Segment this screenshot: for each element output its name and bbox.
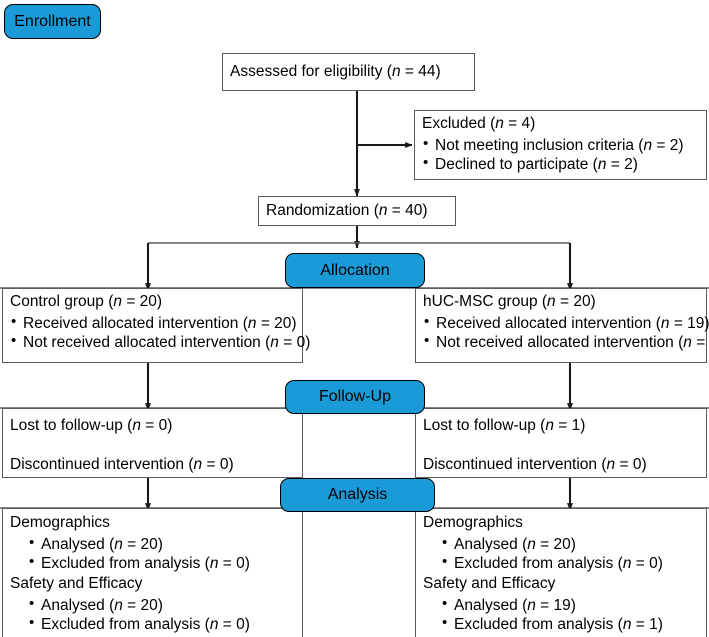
- stage-pill-followup: Follow-Up: [285, 380, 425, 414]
- box-followup-control: Lost to follow-up (n = 0) Discontinued i…: [2, 408, 303, 478]
- randomization-title: Randomization (n = 40): [266, 201, 428, 219]
- box-analysis-control: Demographics Analysed (n = 20) Excluded …: [2, 508, 303, 637]
- allocation-left-list: Received allocated intervention (n = 20)…: [10, 313, 310, 353]
- stage-label-followup: Follow-Up: [318, 388, 391, 405]
- box-analysis-huc-msc: Demographics Analysed (n = 20) Excluded …: [415, 508, 707, 637]
- list-item: Excluded from analysis (n = 0): [441, 553, 700, 573]
- list-item: Not received allocated intervention (n =…: [10, 332, 310, 352]
- followup-right-line2: Discontinued intervention (n = 0): [423, 455, 647, 473]
- list-item: Declined to participate (n = 2): [422, 154, 700, 174]
- followup-right-line1: Lost to follow-up (n = 1): [423, 417, 586, 434]
- list-item: Analysed (n = 19): [441, 595, 700, 615]
- stage-pill-enrollment: Enrollment: [4, 4, 101, 39]
- allocation-left-title: Control group (n = 20): [10, 293, 163, 310]
- analysis-right-demographics-list: Analysed (n = 20) Excluded from analysis…: [423, 534, 700, 574]
- stage-label-enrollment: Enrollment: [14, 12, 91, 30]
- analysis-left-heading-safety: Safety and Efficacy: [10, 574, 143, 592]
- excluded-list: Not meeting inclusion criteria (n = 2) D…: [422, 135, 700, 175]
- box-allocation-huc-msc: hUC-MSC group (n = 20) Received allocate…: [415, 288, 709, 363]
- list-item: Received allocated intervention (n = 19): [423, 313, 709, 333]
- box-excluded: Excluded (n = 4) Not meeting inclusion c…: [414, 110, 707, 180]
- analysis-right-heading-safety: Safety and Efficacy: [423, 574, 556, 592]
- allocation-right-list: Received allocated intervention (n = 19)…: [423, 313, 709, 353]
- analysis-right-heading-demographics: Demographics: [423, 514, 523, 531]
- list-item: Received allocated intervention (n = 20): [10, 313, 297, 333]
- stage-label-analysis: Analysis: [327, 486, 388, 503]
- analysis-left-safety-list: Analysed (n = 20) Excluded from analysis…: [10, 595, 296, 635]
- list-item: Excluded from analysis (n = 0): [28, 614, 296, 634]
- assessed-title: Assessed for eligibility (n = 44): [230, 62, 441, 80]
- stage-pill-allocation: Allocation: [285, 253, 425, 288]
- analysis-right-safety-list: Analysed (n = 19) Excluded from analysis…: [423, 595, 700, 635]
- box-assessed-eligibility: Assessed for eligibility (n = 44): [222, 53, 475, 91]
- analysis-left-demographics-list: Analysed (n = 20) Excluded from analysis…: [10, 534, 296, 574]
- box-followup-huc-msc: Lost to follow-up (n = 1) Discontinued i…: [415, 408, 707, 478]
- followup-left-line1: Lost to follow-up (n = 0): [10, 417, 173, 434]
- box-randomization: Randomization (n = 40): [258, 196, 456, 226]
- followup-left-line2: Discontinued intervention (n = 0): [10, 455, 234, 473]
- allocation-right-title: hUC-MSC group (n = 20): [423, 293, 596, 310]
- list-item: Analysed (n = 20): [441, 534, 700, 554]
- stage-label-allocation: Allocation: [320, 261, 390, 279]
- list-item: Excluded from analysis (n = 0): [28, 553, 296, 573]
- excluded-title: Excluded (n = 4): [422, 115, 536, 132]
- list-item: Analysed (n = 20): [28, 534, 296, 554]
- stage-pill-analysis: Analysis: [280, 478, 435, 512]
- analysis-left-heading-demographics: Demographics: [10, 514, 110, 531]
- list-item: Not meeting inclusion criteria (n = 2): [422, 135, 700, 155]
- list-item: Not received allocated intervention (n =…: [423, 332, 709, 352]
- list-item: Analysed (n = 20): [28, 595, 296, 615]
- list-item: Excluded from analysis (n = 1): [441, 614, 700, 634]
- box-allocation-control: Control group (n = 20) Received allocate…: [2, 288, 310, 363]
